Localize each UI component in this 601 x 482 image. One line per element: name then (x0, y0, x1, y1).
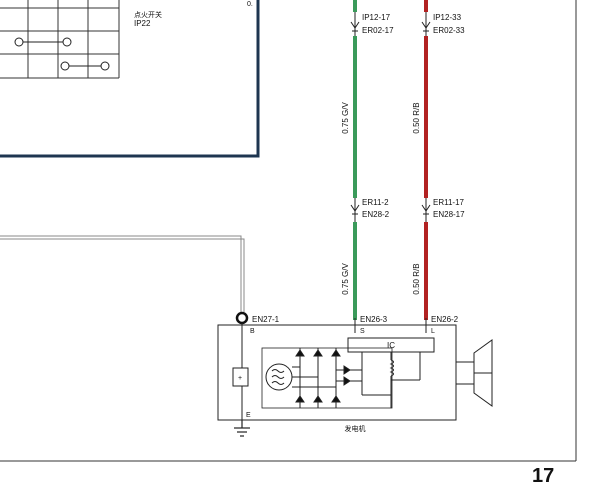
l-terminal-letter: L (431, 328, 435, 335)
svg-text:+: + (238, 375, 242, 382)
e-terminal-letter: E (246, 412, 251, 419)
diode-bridge-icon (292, 348, 362, 408)
green-top-connector-1: IP12-17 (362, 13, 391, 22)
green-mid-connector-1: ER11-2 (362, 198, 389, 207)
b-terminal-letter: B (250, 328, 255, 335)
alternator-name: 发电机 (345, 424, 366, 433)
switch-contact-row-2 (60, 61, 110, 71)
ic-label: IC (387, 341, 395, 350)
field-coil-icon (361, 352, 421, 408)
ignition-switch-name: 点火开关 (134, 10, 162, 19)
s-terminal-connector: EN26-3 (360, 315, 388, 324)
b-plus-wire (0, 235, 245, 312)
connector-symbol-red-mid (421, 198, 431, 222)
connector-symbol-red-top (421, 12, 431, 36)
l-terminal-connector: EN26-2 (431, 315, 459, 324)
rectifier-element (232, 367, 249, 387)
b-terminal-circle (235, 311, 249, 325)
red-top-connector-2: ER02-33 (433, 26, 465, 35)
red-mid-connector-1: ER11-17 (433, 198, 465, 207)
switch-table (0, 0, 120, 79)
red-mid-connector-2: EN28-17 (433, 210, 465, 219)
ignition-switch-code: IP22 (134, 19, 151, 28)
red-wire-spec-lower: 0.50 R/B (412, 263, 421, 294)
s-terminal-letter: S (360, 328, 365, 335)
switch-contact-row-1 (14, 37, 72, 47)
ignition-switch-edge-label: 0. (247, 1, 253, 8)
green-wire-spec-upper: 0.75 G/V (341, 102, 350, 134)
connector-symbol-green-mid (350, 198, 360, 222)
alternator-box: EN27-1 B EN26-3 EN26-2 S L IC + (217, 311, 493, 437)
red-top-connector-1: IP12-33 (433, 13, 462, 22)
green-top-connector-2: ER02-17 (362, 26, 394, 35)
page-number: 17 (532, 465, 554, 482)
green-wire-spec-lower: 0.75 G/V (341, 263, 350, 295)
ground-icon (234, 420, 250, 437)
b-terminal-connector: EN27-1 (252, 315, 280, 324)
connector-symbol-green-top (350, 12, 360, 36)
ignition-switch-box: 点火开关 IP22 0. (0, 0, 260, 158)
pulley-icon (455, 339, 493, 407)
green-mid-connector-2: EN28-2 (362, 210, 390, 219)
stator-icon (265, 363, 293, 391)
red-wire-spec-upper: 0.50 R/B (412, 102, 421, 133)
